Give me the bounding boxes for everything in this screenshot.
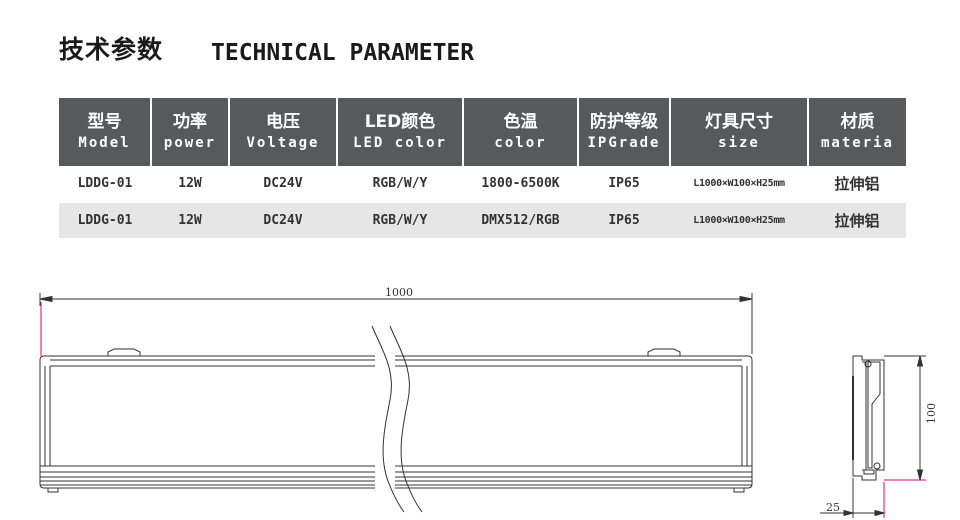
header-model-en: Model [78,135,131,151]
header-power-en: power [163,135,217,151]
header-color-temp-cn: 色温 [503,112,538,132]
depth-label: 25 [826,501,840,514]
break-line-left [371,325,405,513]
cell-led-color: RGB/W/Y [337,202,463,238]
header-model-cn: 型号 [87,112,122,132]
header-size-en: size [718,135,760,151]
title-chinese: 技术参数 [59,35,164,64]
dimension-drawing: 1000 100 25 [39,286,938,518]
cell-size: L1000×W100×H25mm [670,166,808,203]
spec-table: 型号 Model 功率 power 电压 Voltage LED颜色 LED color… [59,98,906,238]
header-voltage: 电压 Voltage [229,98,338,166]
cell-material: 拉伸铝 [808,166,906,203]
header-voltage-en: Voltage [246,135,320,151]
fixture-body-right [395,355,753,489]
header-size: 灯具尺寸 size [670,98,809,166]
end-cap-left [47,487,59,493]
header-model: 型号 Model [59,98,152,166]
header-ip-grade-cn: 防护等级 [590,112,658,132]
cell-material: 拉伸铝 [808,202,906,238]
cell-power: 12W [151,166,229,203]
header-material-cn: 材质 [840,112,875,132]
arrow-depth-left-icon [843,509,855,517]
header-ip-grade: 防护等级 IPGrade [578,98,671,166]
header-material: 材质 materia [808,98,906,166]
cell-model: LDDG-01 [59,166,151,203]
header-led-color: LED颜色 LED color [337,98,464,166]
arrow-down-icon [916,469,924,481]
cell-voltage: DC24V [229,166,337,203]
end-cap-right [733,487,745,493]
header-led-color-cn: LED颜色 [364,112,436,132]
arrow-left-icon [39,295,53,303]
header-color-temp-en: color [494,135,547,151]
cell-model: LDDG-01 [59,202,151,238]
arrow-depth-right-icon [874,509,886,517]
cell-power: 12W [151,202,229,238]
title-english: TECHNICAL PARAMETER [211,40,475,66]
header-power: 功率 power [151,98,230,166]
cell-color-temp: DMX512/RGB [463,202,578,238]
page-title: 技术参数 TECHNICAL PARAMETER [59,30,474,66]
header-power-cn: 功率 [173,112,207,132]
header-material-en: materia [820,135,894,151]
cell-color-temp: 1800-6500K [463,166,578,203]
cell-led-color: RGB/W/Y [337,166,463,203]
break-line-right [389,325,423,513]
header-led-color-en: LED color [353,135,447,151]
header-voltage-cn: 电压 [266,112,300,132]
header-ip-grade-en: IPGrade [587,135,661,151]
cell-voltage: DC24V [229,202,337,238]
height-label: 100 [925,403,938,424]
table-row: LDDG-01 12W DC24V RGB/W/Y DMX512/RGB IP6… [59,202,906,238]
cell-ip-grade: IP65 [578,202,670,238]
fixture-body-left [39,355,375,489]
cell-size: L1000×W100×H25mm [670,202,808,238]
side-profile [852,355,885,481]
header-size-cn: 灯具尺寸 [705,112,773,132]
header-color-temp: 色温 color [463,98,579,166]
cell-ip-grade: IP65 [578,166,670,203]
arrow-up-icon [916,355,924,367]
mounting-clip-right [647,348,681,356]
length-label: 1000 [385,286,413,299]
arrow-right-icon [739,295,753,303]
mounting-clip-left [107,348,141,356]
table-row: LDDG-01 12W DC24V RGB/W/Y 1800-6500K IP6… [59,166,906,203]
table-header-row: 型号 Model 功率 power 电压 Voltage LED颜色 LED color… [59,98,906,166]
